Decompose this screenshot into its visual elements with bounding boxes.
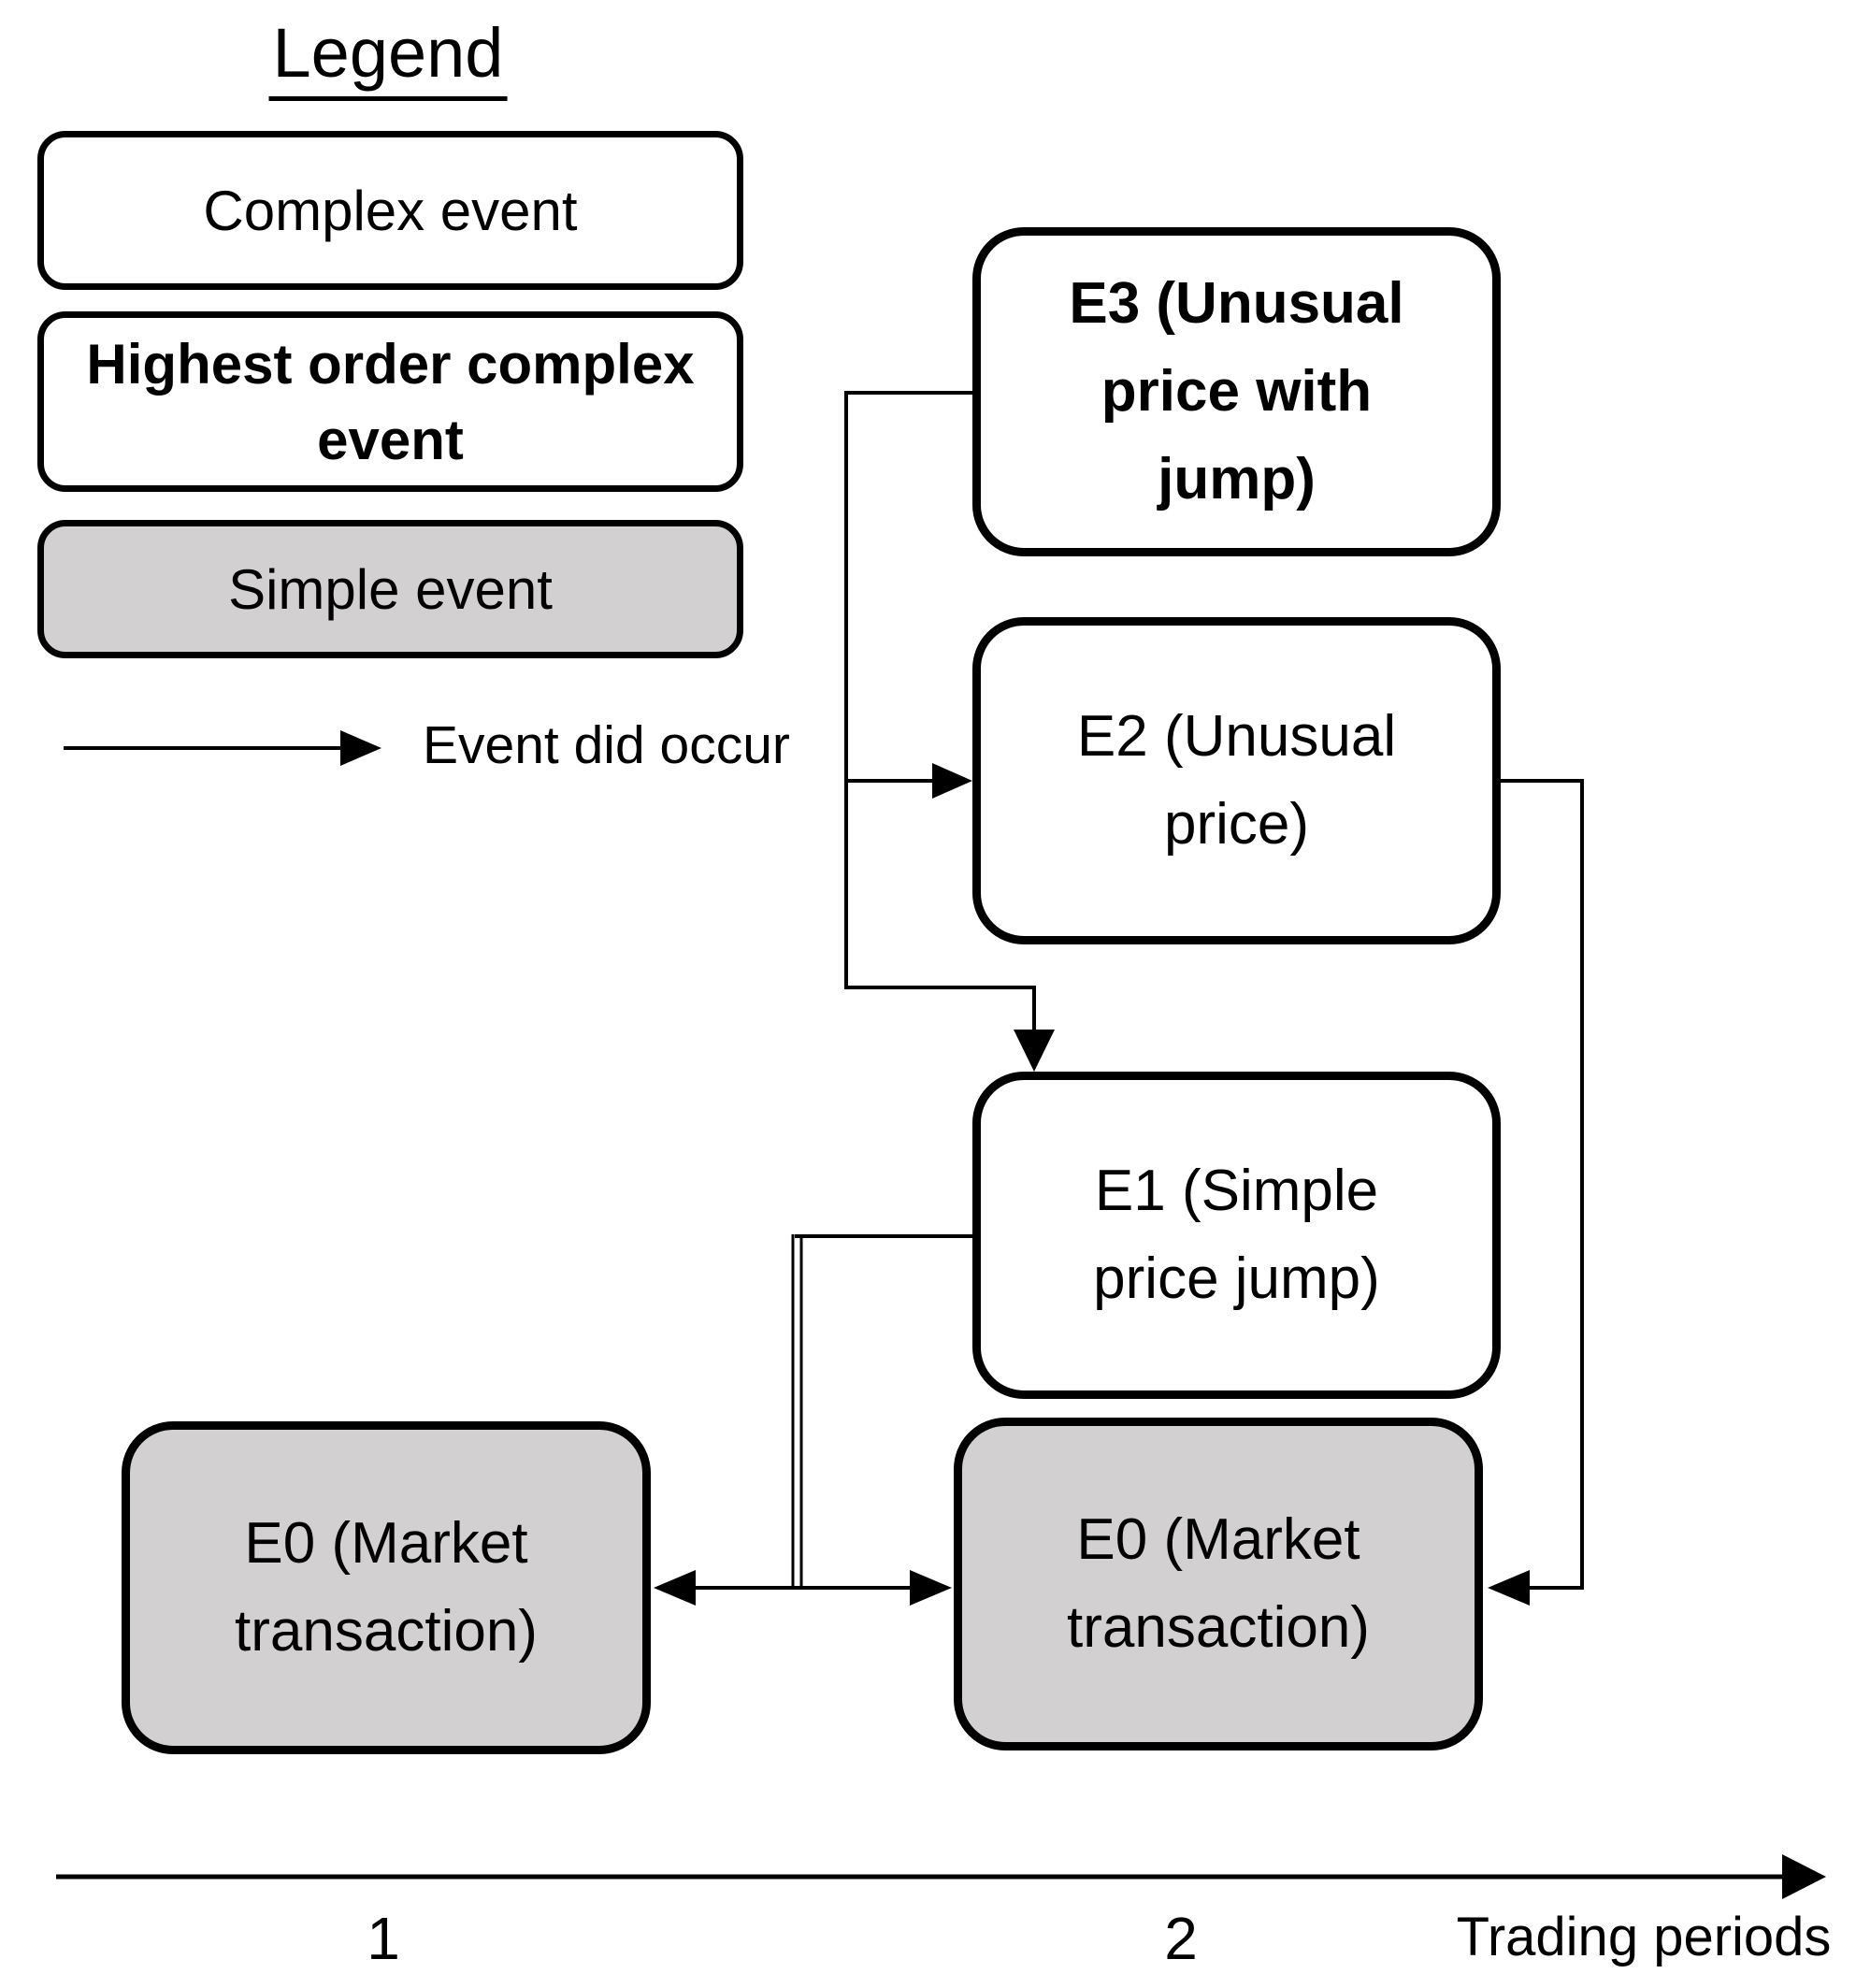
- legend-item-complex-event: Complex event: [37, 131, 743, 290]
- legend-arrow-caption: Event did occur: [423, 715, 790, 775]
- legend-title: Legend: [268, 15, 508, 102]
- node-e0-period-1: E0 (Market transaction): [122, 1421, 651, 1754]
- legend-item-simple-event: Simple event: [37, 520, 743, 658]
- axis-tick-2: 2: [1164, 1905, 1198, 1972]
- node-e1: E1 (Simple price jump): [972, 1072, 1501, 1399]
- legend-arrowhead-right-icon: [340, 730, 381, 766]
- arrowhead-left-into-e0-period2-right-icon: [1488, 1570, 1530, 1606]
- arrowhead-left-into-e0-period1-icon: [654, 1570, 696, 1606]
- arrowhead-right-into-e0-period2-icon: [910, 1570, 952, 1606]
- axis-label-trading-periods: Trading periods: [1456, 1907, 1832, 1967]
- node-e3: E3 (Unusual price with jump): [972, 227, 1501, 556]
- arrowhead-down-into-e1-icon: [1014, 1030, 1055, 1072]
- axis-tick-1: 1: [367, 1905, 400, 1972]
- node-e2: E2 (Unusual price): [972, 617, 1501, 944]
- node-e0-period-2: E0 (Market transaction): [954, 1418, 1483, 1750]
- edge-e2-to-e0-period2: [1496, 779, 1584, 1590]
- legend-item-highest-order-complex-event: Highest order complex event: [37, 311, 743, 492]
- arrowhead-right-into-e2-icon: [932, 763, 972, 799]
- axis-arrowhead-right-icon: [1782, 1854, 1826, 1899]
- edge-e3-branch: [844, 391, 1036, 1030]
